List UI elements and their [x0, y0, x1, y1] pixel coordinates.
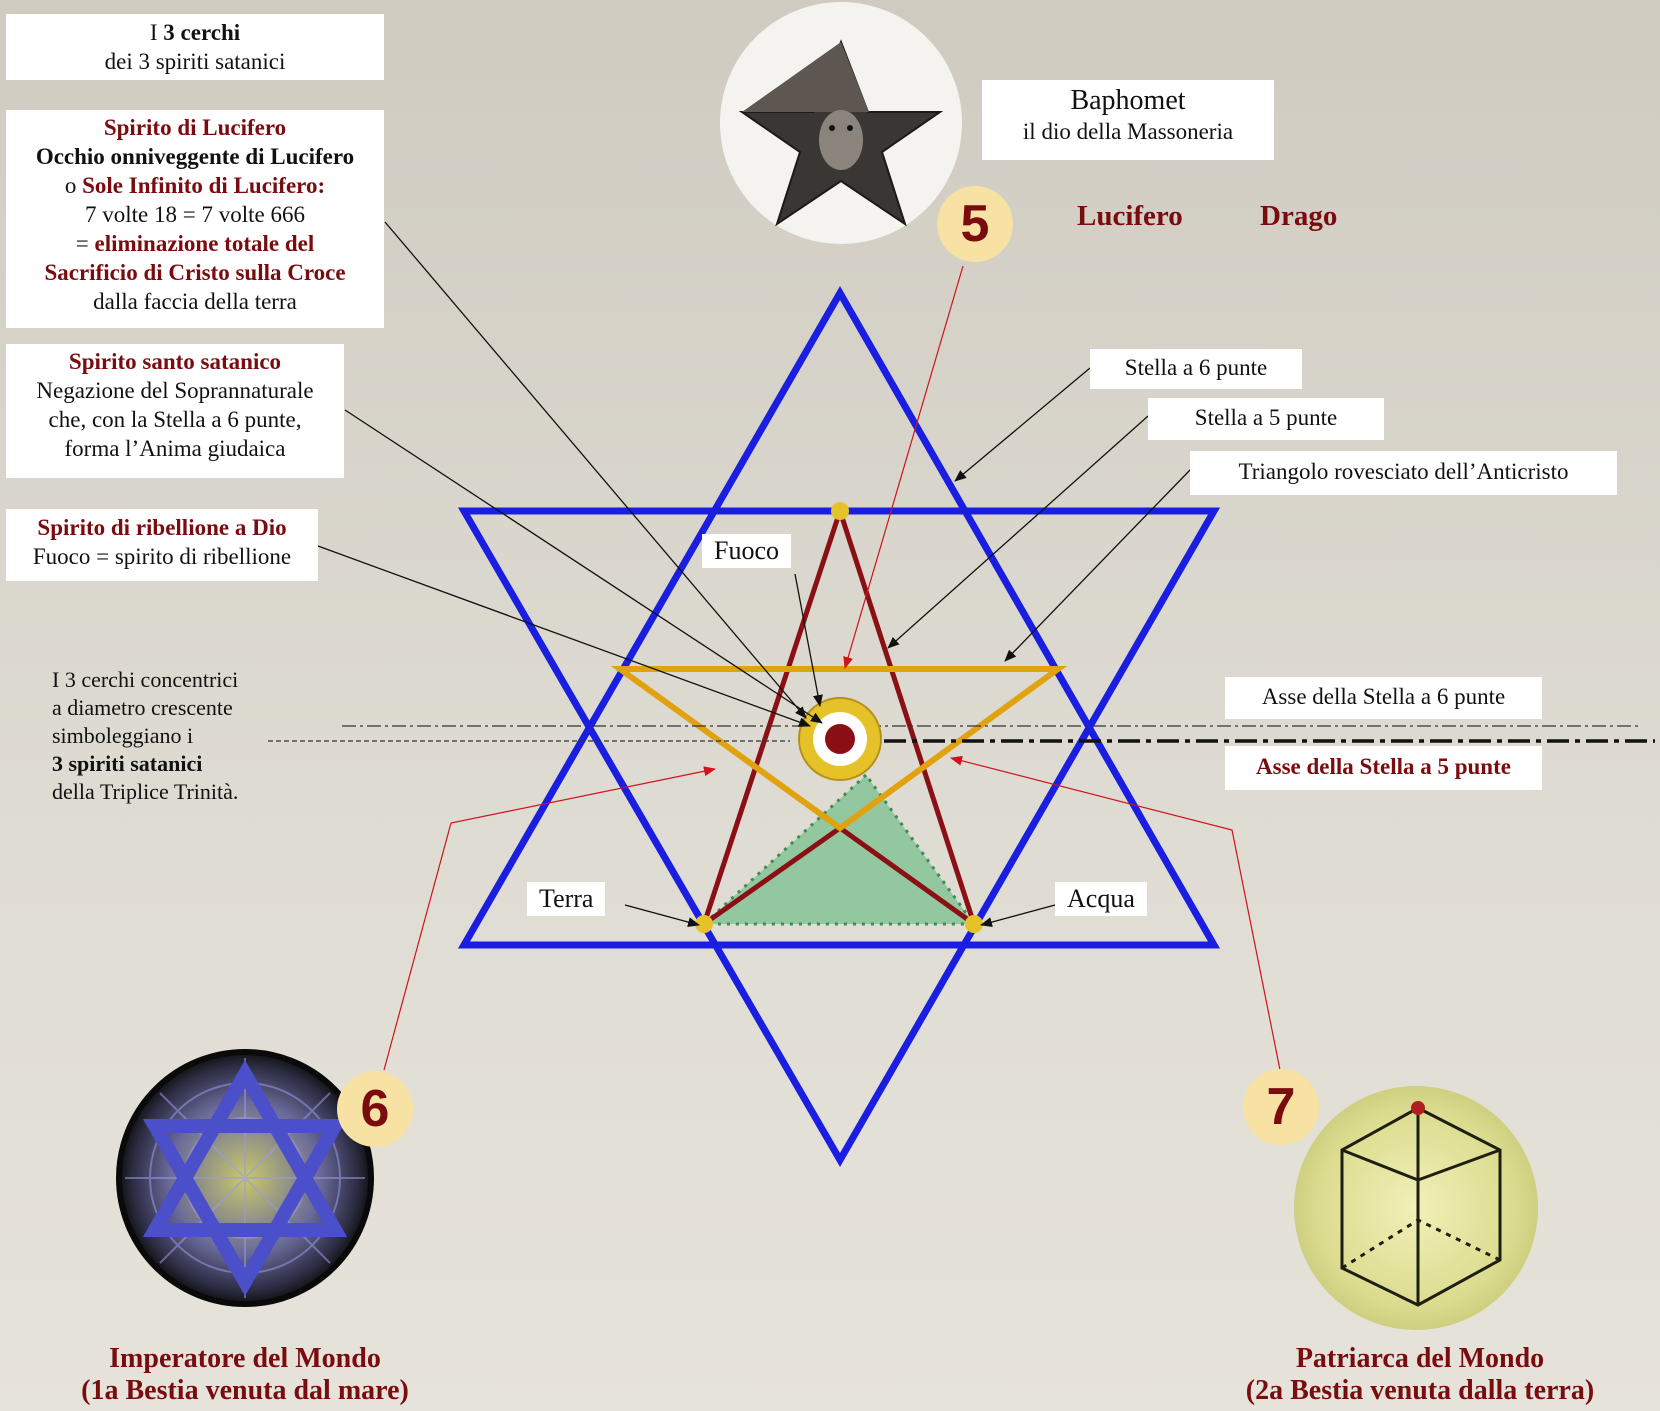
axis5-label: Asse della Stella a 5 punte [1225, 746, 1542, 790]
circles-line4: 3 spiriti satanici [52, 750, 312, 778]
circles-line2: a diametro crescente [52, 694, 312, 722]
rebellion-box: Spirito di ribellione a Dio Fuoco = spir… [6, 509, 318, 581]
drago-label: Drago [1260, 200, 1337, 233]
left-caption: Imperatore del Mondo (1a Bestia venuta d… [40, 1343, 450, 1407]
water-dot [965, 915, 983, 933]
axis6-label: Asse della Stella a 6 punte [1225, 677, 1542, 719]
lucifer-line5-red: eliminazione totale del [94, 231, 314, 256]
lucifer-line3-red: Sole Infinito di Lucifero: [82, 173, 325, 198]
lucifer-line2: Occhio onniveggente di Lucifero [6, 142, 384, 171]
cube-icon [1294, 1086, 1538, 1330]
lucifer-line3-prefix: o [65, 173, 82, 198]
circles-line1: I 3 cerchi concentrici [52, 666, 312, 694]
header-bold: 3 cerchi [163, 20, 240, 45]
holy-spirit-box: Spirito santo satanico Negazione del Sop… [6, 344, 344, 478]
baphomet-subtitle: il dio della Massoneria [982, 117, 1274, 146]
lucifer-box: Spirito di Lucifero Occhio onniveggente … [6, 110, 384, 328]
baphomet-title: Baphomet [982, 85, 1274, 117]
badge-7: 7 [1243, 1069, 1319, 1145]
inner-circle [825, 724, 855, 754]
lucifer-line7: dalla faccia della terra [6, 287, 384, 316]
header-line2: dei 3 spiriti satanici [6, 47, 384, 76]
holy-line2: Negazione del Soprannaturale [6, 376, 344, 405]
lucifer-line5-prefix: = [76, 231, 95, 256]
badge-6: 6 [337, 1071, 413, 1147]
left-caption-line2: (1a Bestia venuta dal mare) [40, 1375, 450, 1407]
circles-line5: della Triplice Trinità. [52, 778, 312, 806]
fire-dot [831, 502, 849, 520]
right-caption-line1: Patriarca del Mondo [1200, 1343, 1640, 1375]
water-label: Acqua [1055, 882, 1147, 916]
rebellion-title: Spirito di ribellione a Dio [6, 513, 318, 542]
star5-label: Stella a 5 punte [1148, 398, 1384, 440]
earth-label: Terra [527, 882, 605, 916]
header-box: I 3 cerchi dei 3 spiriti satanici [6, 14, 384, 80]
right-caption: Patriarca del Mondo (2a Bestia venuta da… [1200, 1343, 1640, 1407]
black-arrows [318, 222, 1190, 925]
lucifero-label: Lucifero [1077, 200, 1183, 233]
circles-note: I 3 cerchi concentrici a diametro cresce… [52, 666, 312, 806]
triangle-label: Triangolo rovesciato dell’Anticristo [1190, 451, 1617, 495]
left-caption-line1: Imperatore del Mondo [40, 1343, 450, 1375]
lucifer-line6: Sacrificio di Cristo sulla Croce [6, 258, 384, 287]
holy-line4: forma l’Anima giudaica [6, 434, 344, 463]
header-prefix: I [150, 20, 163, 45]
badge-5: 5 [937, 186, 1013, 262]
baphomet-medallion [720, 2, 962, 244]
holy-title: Spirito santo satanico [6, 347, 344, 376]
lucifer-line4: 7 volte 18 = 7 volte 666 [6, 200, 384, 229]
holy-line3: che, con la Stella a 6 punte, [6, 405, 344, 434]
rebellion-line2: Fuoco = spirito di ribellione [6, 542, 318, 571]
right-caption-line2: (2a Bestia venuta dalla terra) [1200, 1375, 1640, 1407]
lucifer-title: Spirito di Lucifero [6, 113, 384, 142]
fire-label: Fuoco [702, 534, 791, 568]
star-of-david-window-icon [119, 1052, 371, 1304]
circles-line3: simboleggiano i [52, 722, 312, 750]
star6-label: Stella a 6 punte [1090, 349, 1302, 389]
baphomet-box: Baphomet il dio della Massoneria [982, 80, 1274, 160]
